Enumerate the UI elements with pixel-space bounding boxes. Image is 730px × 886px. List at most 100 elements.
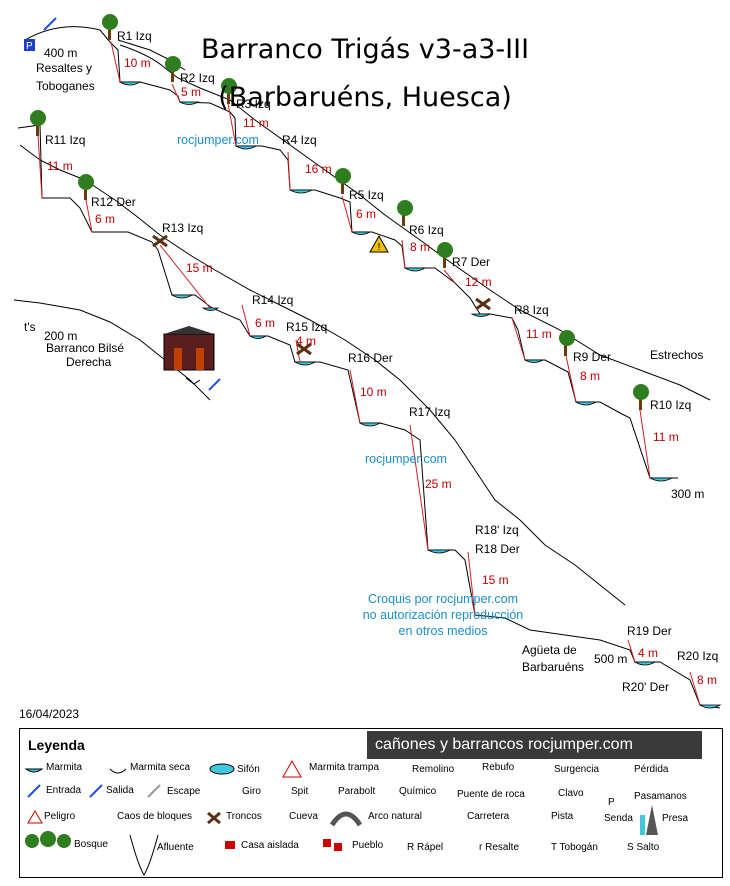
legend-item: Químico [399,786,437,797]
narrows-label: Estrechos [650,348,704,362]
legend-item: Clavo [558,788,584,799]
legend-title: Leyenda [28,737,85,753]
tree-icon [633,384,649,410]
tree-icon [78,174,94,200]
exit-arrow-icon [208,378,221,391]
legend-item: Entrada [46,785,82,796]
legend-item: r Resalte [479,842,520,853]
legend-item: Pasamanos [634,791,687,802]
legend-item: Escape [167,786,201,797]
warning-icon: ! [369,234,389,253]
legend-item: Pista [551,811,574,822]
tree-icon [437,242,453,268]
resaltes-label: Resaltes y [36,61,93,75]
rappel-height: 10 m [124,56,151,70]
legend-item: Marmita seca [130,762,191,773]
rappel-height: 16 m [305,162,332,176]
svg-text:P: P [26,41,33,52]
lower-canyon [13,124,721,709]
rappel-name: R18 Der [475,542,520,556]
rappel-name: R2 Izq [180,71,215,85]
rappel-height: 10 m [360,385,387,399]
legend-item: Peligro [44,811,76,822]
rappel-name: R12 Der [91,195,136,209]
rappel-height: 6 m [255,316,276,330]
rappel-height: 11 m [47,159,73,173]
legend-item: Afluente [157,842,194,853]
sketch-date: 16/04/2023 [19,707,80,721]
rappel-height: 15 m [482,573,509,587]
river-label: Agüeta de [522,643,577,657]
note-line: en otros medios [398,624,488,638]
rappel-height: 8 m [697,673,718,687]
rappel-name: R9 Der [573,350,612,364]
bilse-distance: 200 m [44,329,78,343]
brand-banner: cañones y barrancos rocjumper.com [367,731,702,759]
legend-item: R Rápel [407,842,444,853]
legend-item: Senda [604,813,633,824]
rappel-name: R17 Izq [409,405,451,419]
rappel-height: 15 m [186,261,213,275]
rappel-name: R6 Izq [409,223,444,237]
rappel-name: R7 Der [452,255,491,269]
tree-icon [397,200,413,226]
rappel-name: R16 Der [348,351,393,365]
legend-item: Caos de bloques [117,811,193,822]
rappel-name: R20' Der [622,680,669,694]
note-line: no autorización reproducción [362,608,524,622]
rappel-height: 8 m [410,240,431,254]
rappel-height: 6 m [95,212,116,226]
tree-icon [30,110,46,136]
rappel-name: R4 Izq [282,133,317,147]
tree-icon [559,330,575,356]
legend-item: Spit [291,786,309,797]
legend-item: Sifón [237,764,260,775]
svg-text:!: ! [378,242,381,253]
distance-label: 300 m [671,487,705,501]
rappel-height: 11 m [243,116,269,130]
legend-item: Giro [242,786,261,797]
log-icons [152,234,491,356]
rappel-name: R10 Izq [650,398,692,412]
legend-item: T Tobogán [551,842,598,853]
river-label: Barbaruéns [522,660,585,674]
legend-item: P [608,797,615,808]
legend-item: Marmita trampa [309,762,380,773]
title-line-2: (Barbaruéns, Huesca) [218,82,512,113]
legend-item: Marmita [46,762,83,773]
legend-item: Puente de roca [457,789,525,800]
title-line-1: Barranco Trigás v3-a3-III [200,34,530,65]
legend-item: Surgencia [554,764,600,775]
parking-icon: P [24,39,35,52]
bilse-ts: t's [24,320,36,334]
copyright-note: Croquis por rocjumper.com no autorizació… [333,591,553,639]
pools [118,81,722,709]
watermark: rocjumper.com [177,133,259,147]
rappel-height: 25 m [425,477,452,491]
access-distance: 400 m [44,46,78,60]
legend-item: Remolino [412,764,455,775]
legend-item: Presa [662,813,689,824]
rappel-height: 5 m [181,85,202,99]
legend-item: Bosque [74,839,108,850]
watermark: rocjumper.com [365,452,447,466]
legend-item: Parabolt [338,786,376,797]
legend-item: Salida [106,785,134,796]
resaltes-label: Toboganes [36,79,95,93]
rappel-name: R1 Izq [117,29,152,43]
rappel-height: 12 m [465,275,492,289]
cave-icon [163,326,215,371]
tree-icon [165,56,181,82]
tree-icon [221,78,237,104]
legend-item: Carretera [467,811,510,822]
tree-anchors [30,14,649,410]
rope-lines [37,41,701,706]
legend-item: Arco natural [368,811,422,822]
rappel-name: R13 Izq [162,221,204,235]
distance-label: 500 m [594,652,628,666]
rappel-name: R19 Der [627,624,672,638]
legend-item: Cueva [289,811,318,822]
tree-icon [335,168,351,194]
rappel-name: R11 Izq [45,133,86,147]
